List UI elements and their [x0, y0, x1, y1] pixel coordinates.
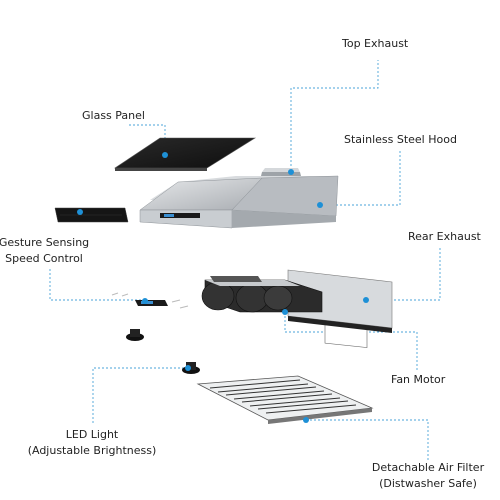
- label-top-exhaust: Top Exhaust: [342, 36, 408, 52]
- label-gesture-sensing: Gesture Sensing Speed Control: [0, 235, 89, 267]
- label-led-line1: LED Light: [28, 427, 157, 443]
- marker-gesture: [142, 298, 148, 304]
- marker-stainless-hood: [317, 202, 323, 208]
- leader-filter: [306, 420, 428, 460]
- leader-top-exhaust: [291, 60, 378, 170]
- stainless-hood: [140, 168, 338, 228]
- marker-rear-exhaust: [363, 297, 369, 303]
- label-led-line2: (Adjustable Brightness): [28, 443, 157, 459]
- led-fixture-upper: [126, 329, 144, 341]
- front-strip-panel: [55, 208, 128, 222]
- leader-gesture: [50, 268, 145, 300]
- marker-front-strip: [77, 209, 83, 215]
- fan-motor-housing: [202, 270, 392, 348]
- marker-top-exhaust: [288, 169, 294, 175]
- marker-fan-motor: [282, 309, 288, 315]
- label-filter-line1: Detachable Air Filter: [372, 460, 484, 476]
- gesture-control-parts: [112, 293, 188, 308]
- air-filter: [198, 376, 372, 424]
- label-glass-panel: Glass Panel: [82, 108, 145, 124]
- label-filter-line2: (Distwasher Safe): [372, 476, 484, 492]
- label-led-light: LED Light (Adjustable Brightness): [28, 427, 157, 459]
- label-stainless-hood: Stainless Steel Hood: [344, 132, 457, 148]
- glass-panel: [115, 138, 255, 171]
- leader-led: [93, 368, 188, 425]
- label-air-filter: Detachable Air Filter (Distwasher Safe): [372, 460, 484, 492]
- marker-led: [185, 365, 191, 371]
- label-rear-exhaust: Rear Exhaust: [408, 229, 481, 245]
- label-gesture-line2: Speed Control: [0, 251, 89, 267]
- marker-glass-panel: [162, 152, 168, 158]
- label-gesture-line1: Gesture Sensing: [0, 235, 89, 251]
- marker-filter: [303, 417, 309, 423]
- label-fan-motor: Fan Motor: [391, 372, 445, 388]
